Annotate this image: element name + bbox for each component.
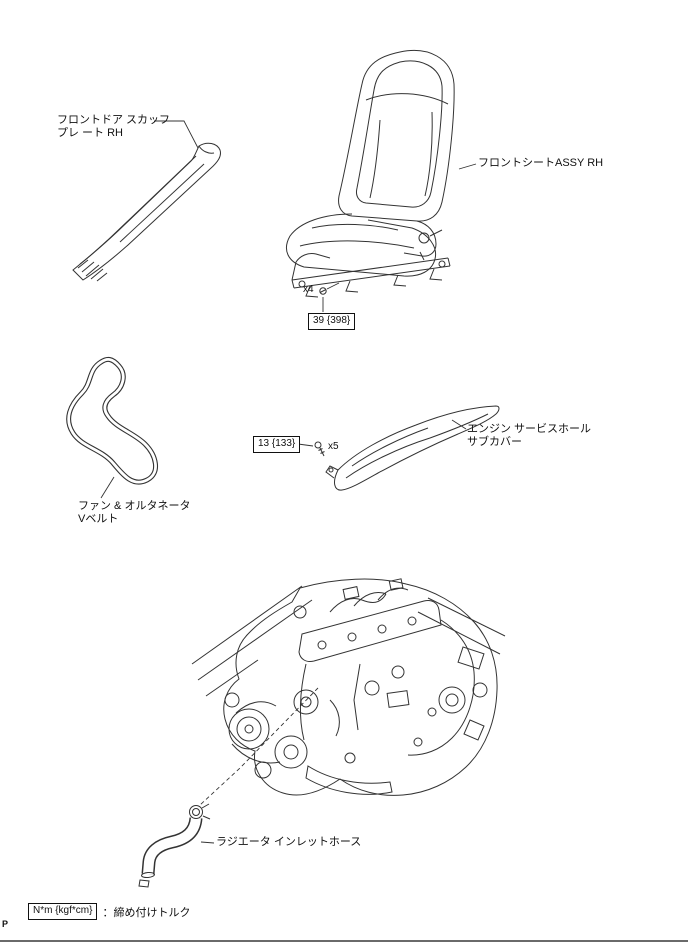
scuff-plate-illustration	[72, 142, 221, 282]
seat-torque-box: 39 {398}	[308, 313, 356, 330]
v-belt-label-line1: ファン & オルタネータ	[78, 500, 191, 512]
subcover-bolt-count-label: x5	[328, 441, 339, 452]
v-belt-illustration	[66, 356, 158, 485]
subcover-label-line2: サブカバー	[467, 435, 522, 448]
scuff-plate-label-line1: フロントドア スカッフ	[57, 114, 171, 126]
scuff-plate-label-line2: プレ ート RH	[57, 126, 123, 139]
subcover-illustration	[325, 405, 500, 491]
seat-bolt-count-label: x4	[303, 284, 314, 295]
subcover-label-line1: エンジン サービスホール	[467, 423, 592, 435]
radiator-hose-illustration	[138, 803, 211, 888]
torque-legend: N*m {kgf*cm} ：締め付けトルク	[28, 903, 190, 920]
seat-bolt-icon	[319, 287, 327, 295]
torque-legend-description: ：締め付けトルク	[102, 906, 191, 919]
subcover-bolt-icon	[314, 441, 325, 457]
engine-illustration	[191, 578, 506, 796]
leader-lines	[100, 120, 477, 844]
v-belt-label: ファン & オルタネータ Vベルト	[78, 500, 190, 525]
subcover-label: エンジン サービスホール サブカバー	[467, 423, 591, 448]
front-seat-label: フロントシートASSY RH	[478, 157, 604, 169]
radiator-hose-label: ラジエータ インレットホース	[216, 836, 362, 848]
hose-clamp-icon	[189, 803, 211, 820]
page-marker: P	[2, 919, 9, 929]
front-seat-illustration	[286, 50, 455, 298]
torque-legend-unit-box: N*m {kgf*cm}	[28, 903, 98, 920]
v-belt-label-line2: Vベルト	[78, 512, 119, 525]
scuff-plate-label: フロントドア スカッフ プレ ート RH	[57, 114, 170, 139]
subcover-torque-box: 13 {133}	[253, 436, 301, 453]
